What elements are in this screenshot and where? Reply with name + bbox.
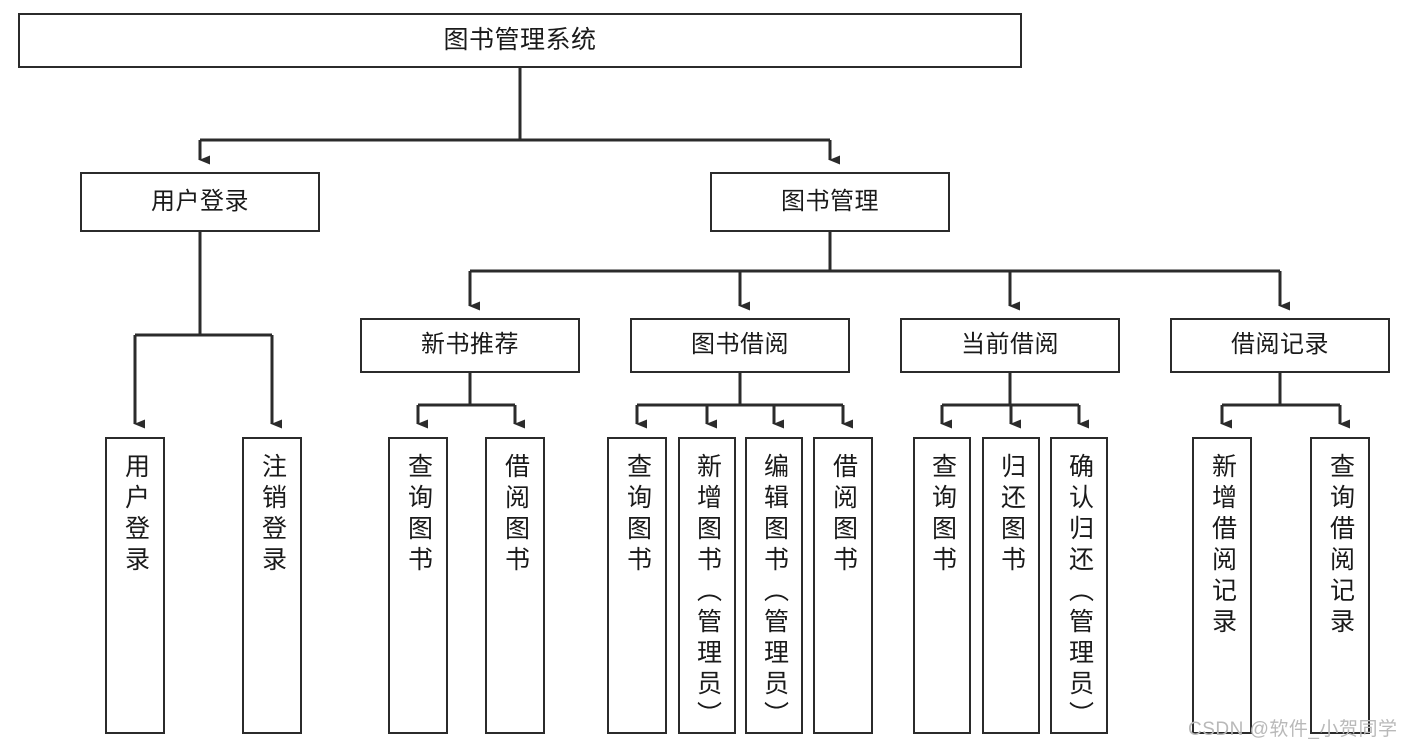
node-leaf-confirm-return-label: 确认归还（管理员） (1065, 453, 1094, 732)
node-root[interactable]: 图书管理系统 (18, 13, 1022, 68)
node-leaf-query-book-1-label: 查询图书 (404, 453, 433, 577)
node-leaf-query-book-2-label: 查询图书 (623, 453, 652, 577)
node-leaf-borrow-book-2[interactable]: 借阅图书 (813, 437, 873, 734)
node-leaf-return-book-label: 归还图书 (997, 453, 1026, 577)
node-leaf-query-book-2[interactable]: 查询图书 (607, 437, 667, 734)
node-leaf-user-login[interactable]: 用户登录 (105, 437, 165, 734)
node-book-management-label: 图书管理 (781, 187, 879, 215)
node-leaf-query-book-3[interactable]: 查询图书 (913, 437, 971, 734)
node-user-login[interactable]: 用户登录 (80, 172, 320, 232)
node-leaf-borrow-book-2-label: 借阅图书 (829, 453, 858, 577)
node-current-borrow-label: 当前借阅 (961, 331, 1059, 359)
node-new-book-recommend[interactable]: 新书推荐 (360, 318, 580, 373)
csdn-watermark: CSDN @软件_小贺同学 (1188, 719, 1398, 740)
node-new-book-recommend-label: 新书推荐 (421, 331, 519, 359)
node-leaf-user-login-label: 用户登录 (121, 453, 150, 577)
node-leaf-add-book[interactable]: 新增图书（管理员） (678, 437, 736, 734)
node-leaf-query-record[interactable]: 查询借阅记录 (1310, 437, 1370, 734)
node-leaf-logout-label: 注销登录 (258, 453, 287, 577)
node-borrow-record[interactable]: 借阅记录 (1170, 318, 1390, 373)
node-book-borrow[interactable]: 图书借阅 (630, 318, 850, 373)
node-leaf-add-record[interactable]: 新增借阅记录 (1192, 437, 1252, 734)
node-leaf-borrow-book-1[interactable]: 借阅图书 (485, 437, 545, 734)
node-borrow-record-label: 借阅记录 (1231, 331, 1329, 359)
node-leaf-return-book[interactable]: 归还图书 (982, 437, 1040, 734)
node-leaf-confirm-return[interactable]: 确认归还（管理员） (1050, 437, 1108, 734)
node-book-borrow-label: 图书借阅 (691, 331, 789, 359)
node-book-management[interactable]: 图书管理 (710, 172, 950, 232)
node-leaf-query-record-label: 查询借阅记录 (1326, 453, 1355, 639)
node-leaf-add-book-label: 新增图书（管理员） (693, 453, 722, 732)
node-leaf-query-book-1[interactable]: 查询图书 (388, 437, 448, 734)
node-leaf-add-record-label: 新增借阅记录 (1208, 453, 1237, 639)
node-current-borrow[interactable]: 当前借阅 (900, 318, 1120, 373)
node-root-label: 图书管理系统 (443, 25, 597, 54)
node-user-login-label: 用户登录 (151, 187, 249, 215)
node-leaf-logout[interactable]: 注销登录 (242, 437, 302, 734)
node-leaf-edit-book[interactable]: 编辑图书（管理员） (745, 437, 803, 734)
node-leaf-query-book-3-label: 查询图书 (928, 453, 957, 577)
node-leaf-edit-book-label: 编辑图书（管理员） (760, 453, 789, 732)
node-leaf-borrow-book-1-label: 借阅图书 (501, 453, 530, 577)
